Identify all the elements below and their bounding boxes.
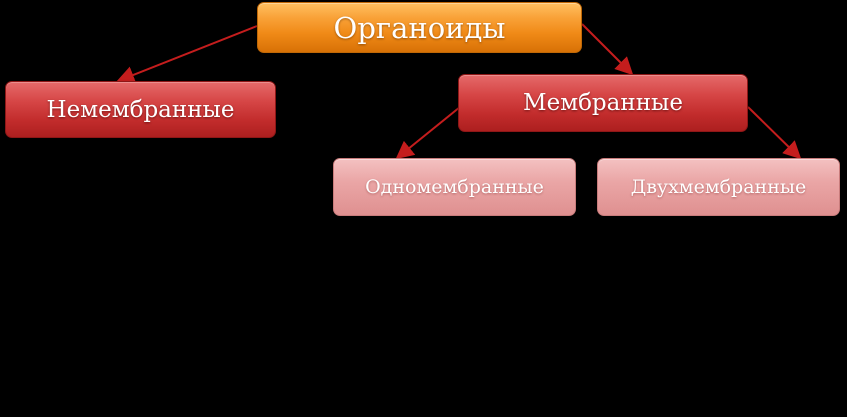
arrow-root-to-nemembrannye [116,25,258,84]
node-membrannye-label: Мембранные [523,90,683,116]
node-odnomembrannye: Одномембранные [333,158,576,216]
node-organoidy: Органоиды [257,2,582,53]
arrow-membrannye-to-dvuhmembrannye [747,106,802,160]
node-dvuhmembrannye-label: Двухмембранные [630,176,807,198]
arrow-membrannye-to-odnomembrannye [395,106,461,160]
node-organoidy-label: Органоиды [333,10,506,45]
node-nemembrannye-label: Немембранные [46,96,235,123]
node-odnomembrannye-label: Одномембранные [365,176,544,198]
node-nemembrannye: Немембранные [5,81,276,138]
node-dvuhmembrannye: Двухмембранные [597,158,840,216]
arrow-root-to-membrannye [581,23,634,76]
node-membrannye: Мембранные [458,74,748,132]
